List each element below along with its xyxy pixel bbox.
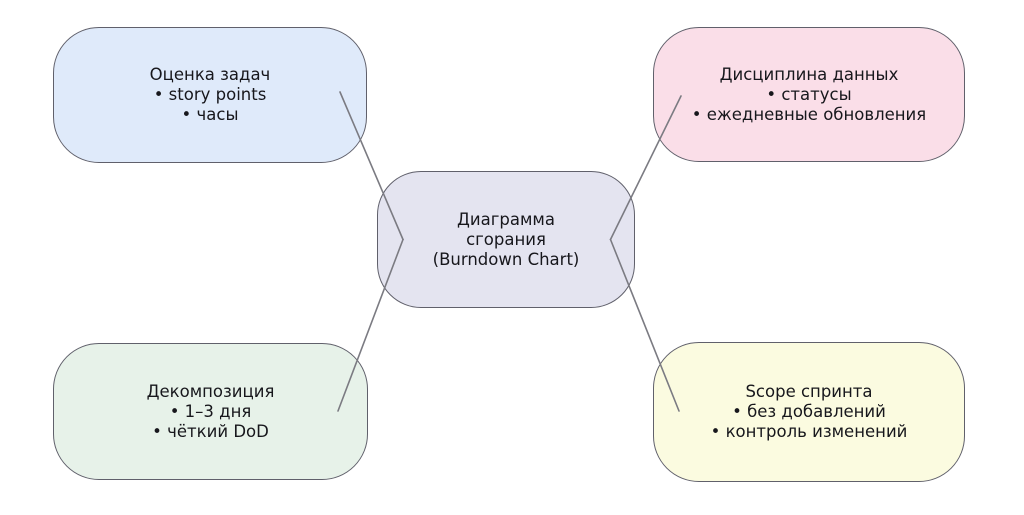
node-task-estimation: Оценка задач • story points • часы: [53, 27, 367, 163]
node-title: Декомпозиция: [146, 381, 275, 401]
node-burndown-chart-center: Диаграмма сгорания (Burndown Chart): [377, 171, 635, 308]
node-bullet: • статусы: [766, 84, 852, 104]
node-title: Дисциплина данных: [719, 64, 899, 84]
center-title-line: Диаграмма: [457, 209, 555, 229]
node-bullet: • ежедневные обновления: [691, 104, 927, 124]
node-bullet: • чёткий DoD: [152, 421, 269, 441]
node-bullet: • 1–3 дня: [169, 401, 252, 421]
node-data-discipline: Дисциплина данных • статусы • ежедневные…: [653, 27, 965, 162]
node-title: Scope спринта: [745, 382, 873, 401]
node-bullet: • часы: [181, 105, 239, 124]
node-bullet: • без добавлений: [732, 402, 886, 421]
center-title-line: (Burndown Chart): [432, 249, 580, 269]
node-title: Оценка задач: [149, 65, 271, 84]
node-decomposition: Декомпозиция • 1–3 дня • чёткий DoD: [53, 343, 368, 480]
node-bullet: • story points: [153, 85, 267, 104]
center-title-line: сгорания: [466, 229, 546, 249]
node-sprint-scope: Scope спринта • без добавлений • контрол…: [653, 342, 965, 482]
node-bullet: • контроль изменений: [710, 422, 908, 441]
